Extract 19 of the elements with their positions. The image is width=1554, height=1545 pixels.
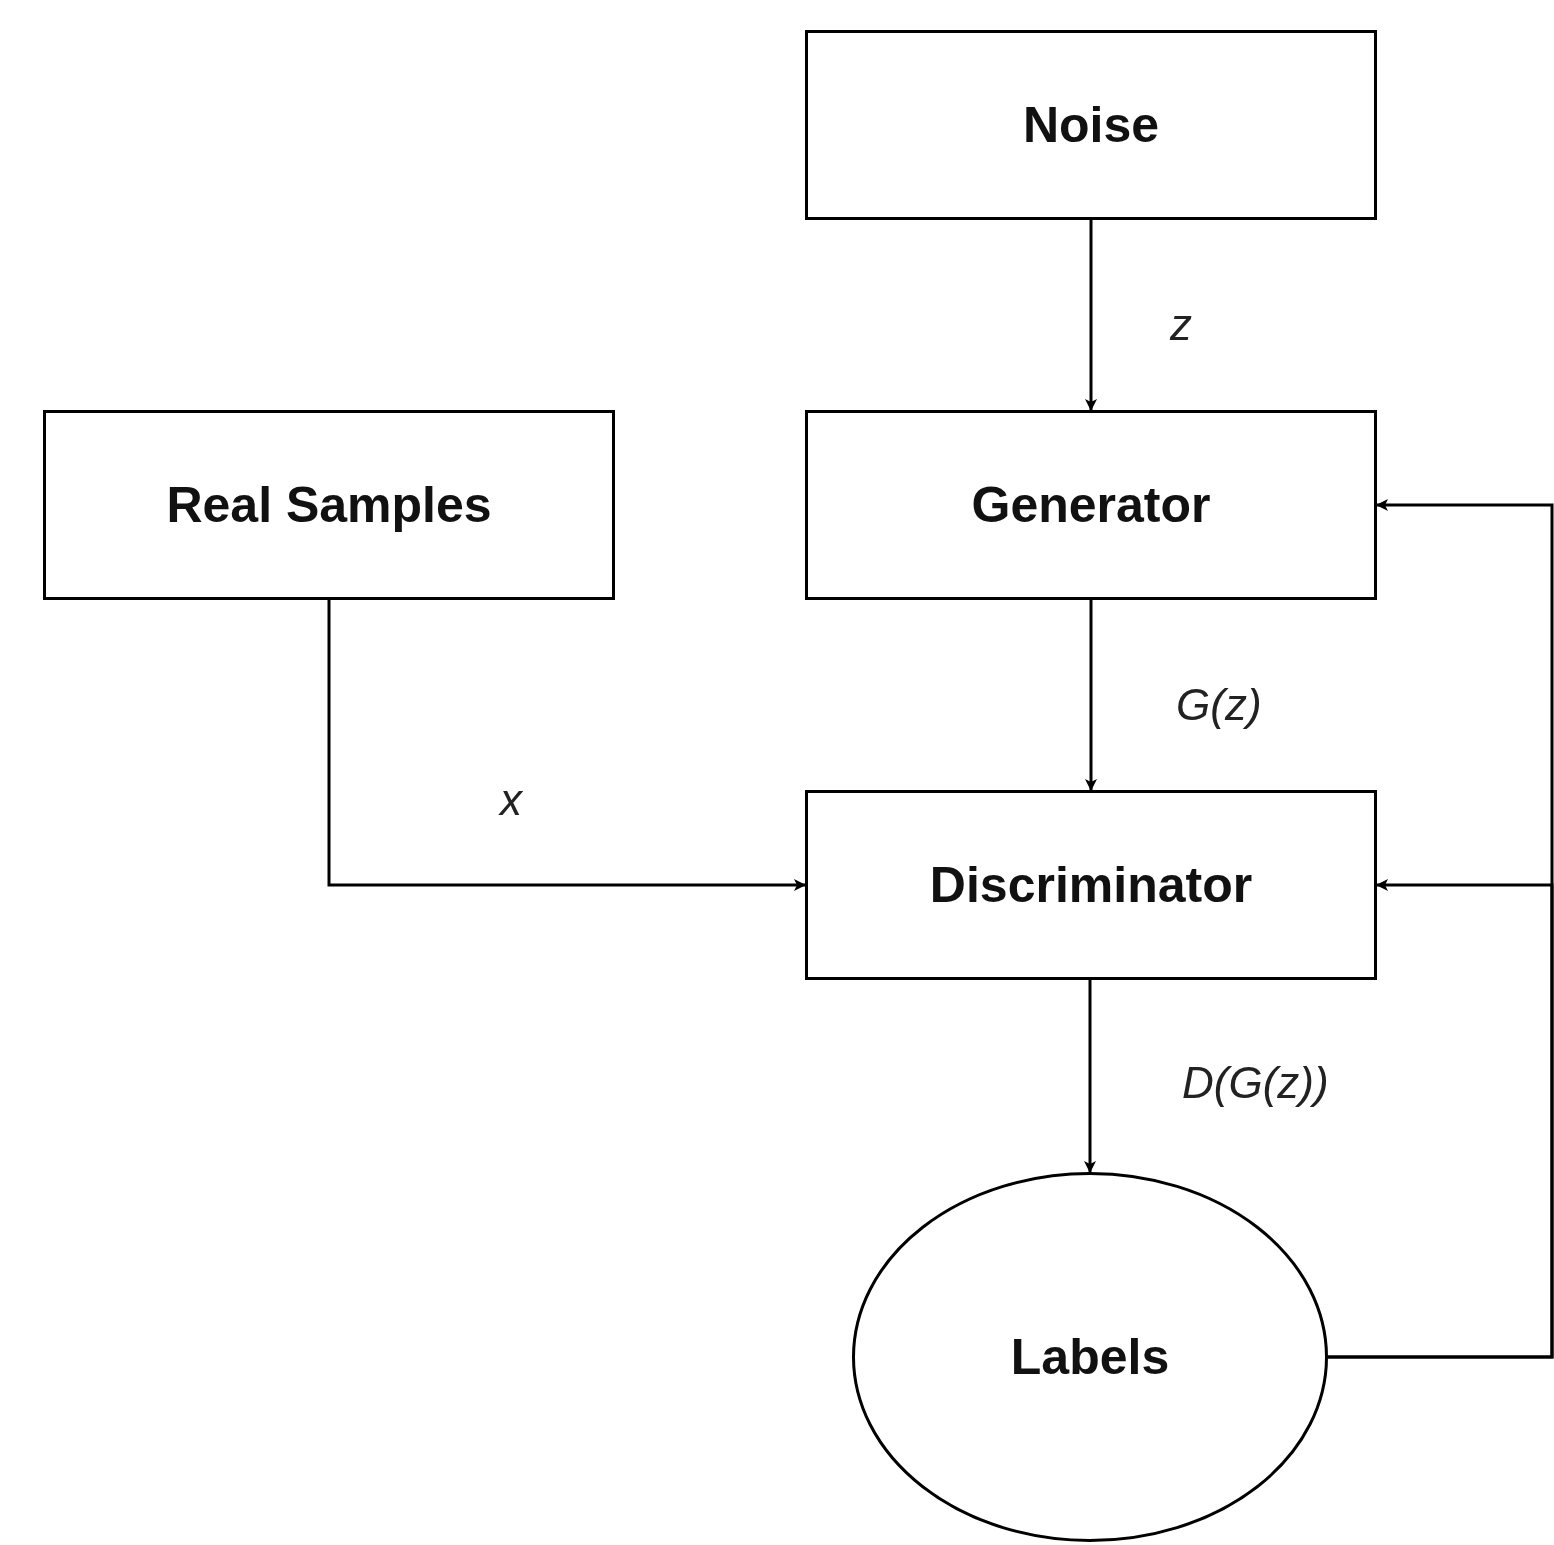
- arrow: [327, 600, 806, 891]
- process-box: [805, 790, 1377, 980]
- process-box: [805, 410, 1377, 600]
- edge-label: D(G(z)): [1182, 1058, 1329, 1108]
- node-label: Labels: [1010, 1328, 1170, 1386]
- node-label: Real Samples: [166, 476, 492, 534]
- arrow: [1085, 600, 1097, 791]
- arrow: [1085, 220, 1097, 411]
- edge-label: G(z): [1176, 680, 1262, 730]
- node-label: Generator: [971, 476, 1211, 534]
- arrow: [1084, 980, 1096, 1173]
- process-box: [43, 410, 615, 600]
- arrow: [1328, 879, 1554, 1359]
- node-label: Discriminator: [929, 856, 1253, 914]
- ellipse-node: [852, 1172, 1328, 1542]
- edge-label: z: [1170, 300, 1192, 350]
- process-box: [805, 30, 1377, 220]
- edge-label: x: [500, 775, 522, 825]
- node-label: Noise: [1022, 96, 1160, 154]
